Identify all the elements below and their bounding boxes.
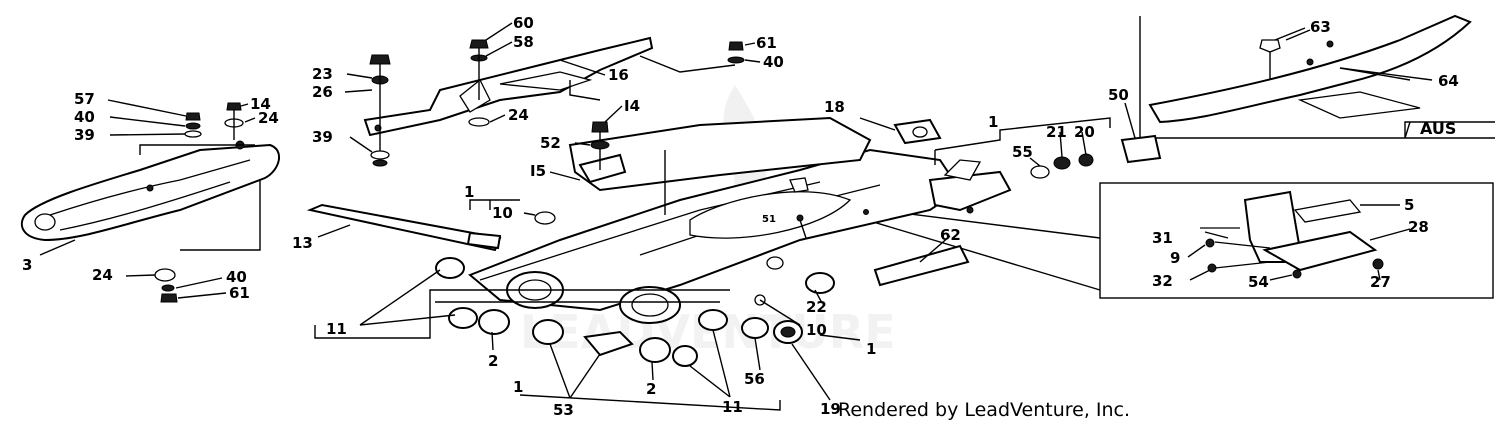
callout-14-mid: I4 [624, 97, 640, 115]
callout-26: 26 [312, 83, 333, 101]
callout-64: 64 [1438, 72, 1459, 90]
inset-panel-bracket [1099, 182, 1494, 299]
render-credit: Rendered by LeadVenture, Inc. [838, 399, 1130, 421]
callout-56: 56 [744, 370, 765, 388]
callout-19: 19 [820, 400, 841, 418]
callout-62: 62 [940, 226, 961, 244]
callout-23: 23 [312, 65, 333, 83]
callout-40-left: 40 [74, 108, 95, 126]
callout-54: 54 [1248, 273, 1269, 291]
callout-labels: 60 58 16 61 40 23 26 57 14 40 24 39 24 3… [22, 14, 1459, 419]
callout-1-left: 1 [464, 183, 474, 201]
callout-11-left: 11 [326, 320, 347, 338]
callout-61-lower: 61 [229, 284, 250, 302]
callout-52: 52 [540, 134, 561, 152]
callout-61-top: 61 [756, 34, 777, 52]
inset-label-aus: AUS [1420, 119, 1456, 138]
callout-58: 58 [513, 33, 534, 51]
callout-24-left: 24 [258, 109, 279, 127]
chain-guard-left [20, 140, 280, 251]
callout-15: I5 [530, 162, 546, 180]
callout-21: 21 [1046, 123, 1067, 141]
callout-24-lower: 24 [92, 266, 113, 284]
callout-39-mid: 39 [312, 128, 333, 146]
callout-13: 13 [292, 234, 313, 252]
callout-10-bottom: 10 [806, 321, 827, 339]
callout-40-top: 40 [763, 53, 784, 71]
callout-9: 9 [1170, 249, 1180, 267]
callout-5: 5 [1404, 196, 1414, 214]
chain-guard-top [363, 36, 736, 137]
callout-22: 22 [806, 298, 827, 316]
inset-panel-aus [1139, 14, 1495, 139]
callout-39-left: 39 [74, 126, 95, 144]
callout-32: 32 [1152, 272, 1173, 290]
callout-55: 55 [1012, 143, 1033, 161]
callout-51: 51 [762, 214, 776, 225]
callout-31: 31 [1152, 229, 1173, 247]
callout-1-bottom: 1 [513, 378, 523, 396]
hardware [154, 39, 1162, 367]
callout-3: 3 [22, 256, 32, 274]
callout-leaders [39, 22, 1433, 401]
callout-28: 28 [1408, 218, 1429, 236]
callout-63: 63 [1310, 18, 1331, 36]
callout-10-top: 10 [492, 204, 513, 222]
callout-40-lower: 40 [226, 268, 247, 286]
callout-2-right: 2 [646, 380, 656, 398]
callout-14-left: 14 [250, 95, 271, 113]
callout-1-top: 1 [988, 113, 998, 131]
callout-2-left: 2 [488, 352, 498, 370]
swingarm [468, 116, 1012, 324]
callout-60: 60 [513, 14, 534, 32]
callout-16: 16 [608, 66, 629, 84]
callout-24-top: 24 [508, 106, 529, 124]
callout-50: 50 [1108, 86, 1129, 104]
callout-53: 53 [553, 401, 574, 419]
callout-20: 20 [1074, 123, 1095, 141]
callout-27: 27 [1370, 273, 1391, 291]
callout-11-right: 11 [722, 398, 743, 416]
bracket-lines [314, 117, 1111, 411]
callout-57: 57 [74, 90, 95, 108]
callout-18: 18 [824, 98, 845, 116]
callout-1-right: 1 [866, 340, 876, 358]
